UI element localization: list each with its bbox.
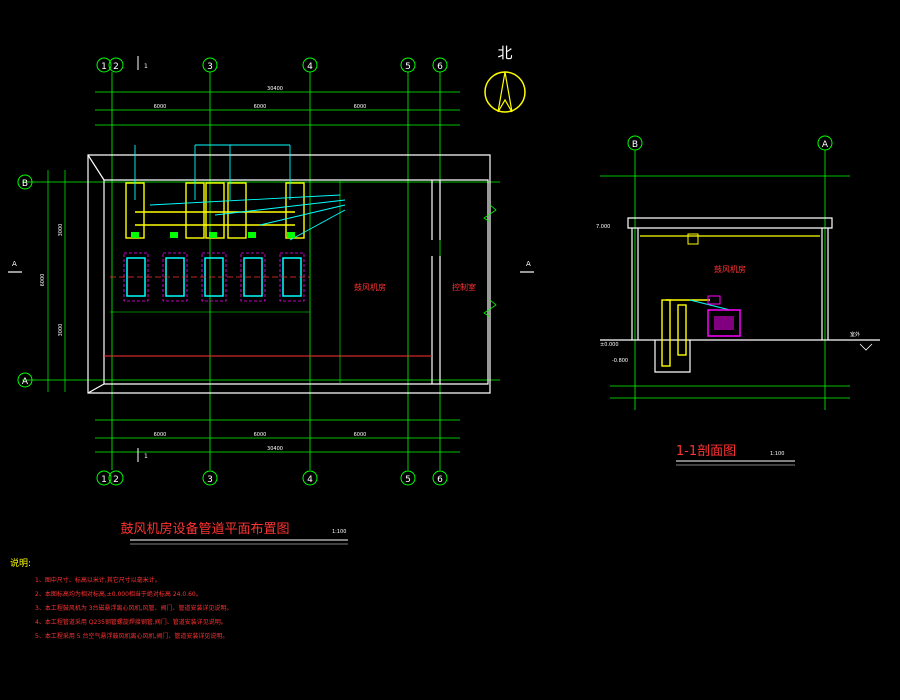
break-mark-icon: [483, 204, 497, 223]
dim-segment: 6000: [154, 432, 167, 438]
section-walls: [600, 217, 880, 373]
plan-view: 1 2 3 4 5 6 1 2 3 4 5 6 B A: [8, 56, 534, 545]
section-axis-bubble: [627, 135, 643, 151]
axis-label: B: [632, 140, 638, 150]
dim-segment: 6000: [154, 104, 167, 110]
section-title: 1-1剖面图: [676, 444, 736, 459]
blower-unit: [123, 252, 149, 302]
section-axis-bubble: [817, 135, 833, 151]
dim-left-segment: 3000: [58, 224, 64, 237]
dim-total-bottom: 30400: [267, 446, 283, 452]
axis-label: 5: [405, 62, 411, 72]
plan-axis-bubbles-left: B A: [17, 174, 33, 388]
dim-segment: 6000: [254, 432, 267, 438]
plan-scale: 1:100: [332, 529, 346, 535]
section-scale: 1:100: [770, 451, 784, 457]
section-blower-body: [714, 316, 734, 330]
ground-label: 室外: [850, 331, 860, 338]
dim-segment: 6000: [254, 104, 267, 110]
plan-dimensions-bottom: [95, 419, 460, 453]
note-item: 3、本工程鼓风机为 3台磁悬浮离心风机,风管、阀门、管道安装详见说明。: [35, 604, 232, 612]
dim-segment: 6000: [354, 104, 367, 110]
yellow-pipes: [125, 182, 305, 239]
cyan-pipes: [134, 144, 346, 241]
axis-label: 5: [405, 475, 411, 485]
plan-grid-lines: [22, 72, 500, 470]
break-mark-icon: [483, 299, 497, 318]
axis-label: 1: [101, 475, 107, 485]
axis-label: 2: [113, 475, 119, 485]
dim-left-total: 6000: [40, 274, 46, 287]
section-room-label: 鼓风机房: [714, 264, 746, 274]
note-item: 2、本图标高均为相对标高,±0.000相当于绝对标高 24.0.60。: [35, 590, 202, 598]
north-arrow: 北: [484, 44, 526, 113]
ground-hatch-icon: [859, 343, 873, 351]
section-blower-unit: [707, 309, 741, 337]
room-blower-label: 鼓风机房: [354, 282, 386, 292]
plan-title: 鼓风机房设备管道平面布置图: [120, 521, 289, 537]
level-pipe: -0.800: [612, 358, 628, 364]
section-marker-label: A: [12, 260, 17, 268]
notes: 说明: 1、图中尺寸、标高以米计,其它尺寸以毫米计。 2、本图标高均为相对标高,…: [10, 557, 232, 640]
axis-label: A: [22, 377, 29, 387]
note-item: 5、本工程采用 5 台空气悬浮鼓风机离心风机,阀门、管道安装详见说明。: [35, 632, 228, 640]
plan-axis-bubbles-bottom: 1 2 3 4 5 6: [96, 470, 448, 486]
blower-unit: [240, 252, 266, 302]
axis-label: 3: [207, 62, 213, 72]
note-item: 1、图中尺寸、标高以米计,其它尺寸以毫米计。: [35, 576, 161, 584]
plan-axis-bubbles-top: 1 2 3 4 5 6: [96, 57, 448, 73]
plan-dimensions-top: [95, 91, 460, 126]
dim-total-top: 30400: [267, 86, 283, 92]
north-circle: [484, 71, 526, 113]
room-control-label: 控制室: [452, 282, 476, 292]
section-pipes: [661, 299, 710, 367]
notes-heading: 说明:: [10, 557, 31, 569]
section-grid-lines: [600, 150, 850, 410]
axis-label: B: [22, 179, 28, 189]
axis-label: 6: [437, 475, 443, 485]
axis-label: 3: [207, 475, 213, 485]
cut-marker-label: 1: [144, 63, 148, 70]
crane-hoist-icon: [687, 233, 699, 245]
level-floor: ±0.000: [600, 342, 619, 348]
dim-left-segment: 3000: [58, 324, 64, 337]
section-cyan-pipe: [689, 299, 731, 311]
plan-walls: [87, 154, 491, 394]
valve-icons: [131, 232, 295, 238]
section-marker-label: A: [526, 260, 531, 268]
dim-segment: 6000: [354, 432, 367, 438]
north-label: 北: [497, 44, 512, 62]
note-item: 4、本工程管道采用 Q235钢管螺旋焊接钢管,阀门、管道安装详见说明。: [35, 618, 227, 626]
axis-label: 2: [113, 62, 119, 72]
level-roof: 7.000: [596, 224, 610, 230]
axis-label: 4: [307, 475, 313, 485]
axis-label: 6: [437, 62, 443, 72]
section-view: B A 7.000 ±0.000 -0.800 室外: [596, 135, 880, 466]
axis-label: A: [822, 140, 829, 150]
axis-label: 1: [101, 62, 107, 72]
axis-label: 4: [307, 62, 313, 72]
cut-marker-label: 1: [144, 453, 148, 460]
plan-dimensions-left: [47, 170, 66, 392]
north-needle-icon: [497, 71, 513, 113]
section-valve-icon: [707, 295, 721, 305]
